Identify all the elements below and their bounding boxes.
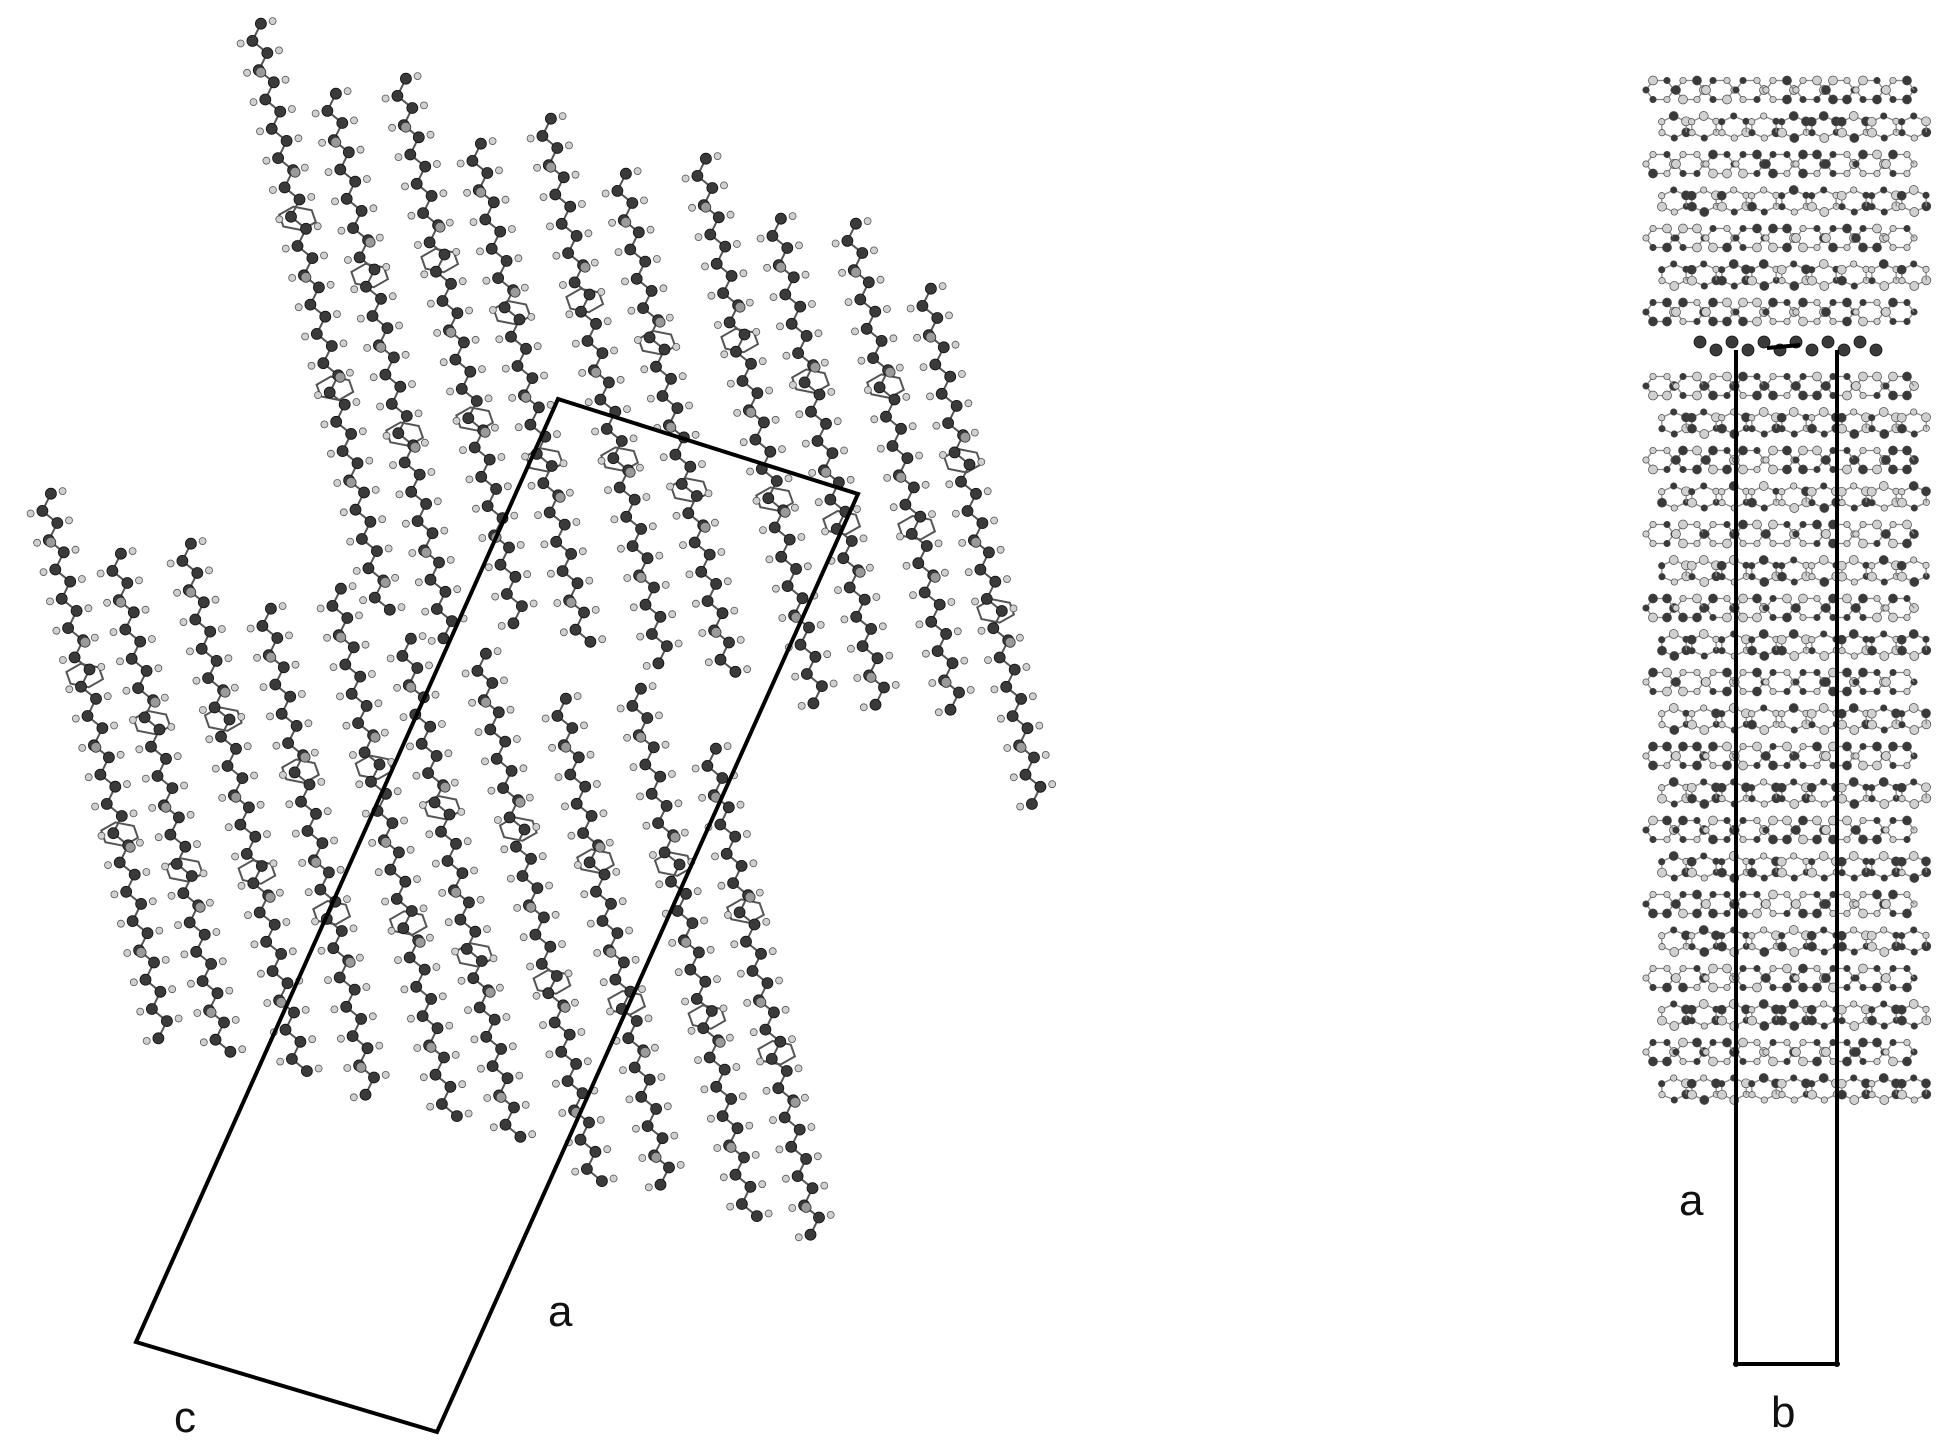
left-molecule-layer — [26, 17, 1057, 1242]
right-axis-label-b: b — [1771, 1388, 1795, 1437]
right-panel-projection: a b — [1642, 75, 1932, 1437]
left-panel-projection: a c — [26, 17, 1057, 1442]
left-unit-cell-outline — [133, 396, 861, 1435]
left-axis-label-c: c — [174, 1393, 196, 1442]
right-unit-cell-outline — [1733, 343, 1840, 1367]
right-molecule-layer — [1642, 75, 1932, 1105]
left-axis-label-a: a — [548, 1287, 573, 1336]
right-axis-label-a: a — [1679, 1176, 1704, 1225]
